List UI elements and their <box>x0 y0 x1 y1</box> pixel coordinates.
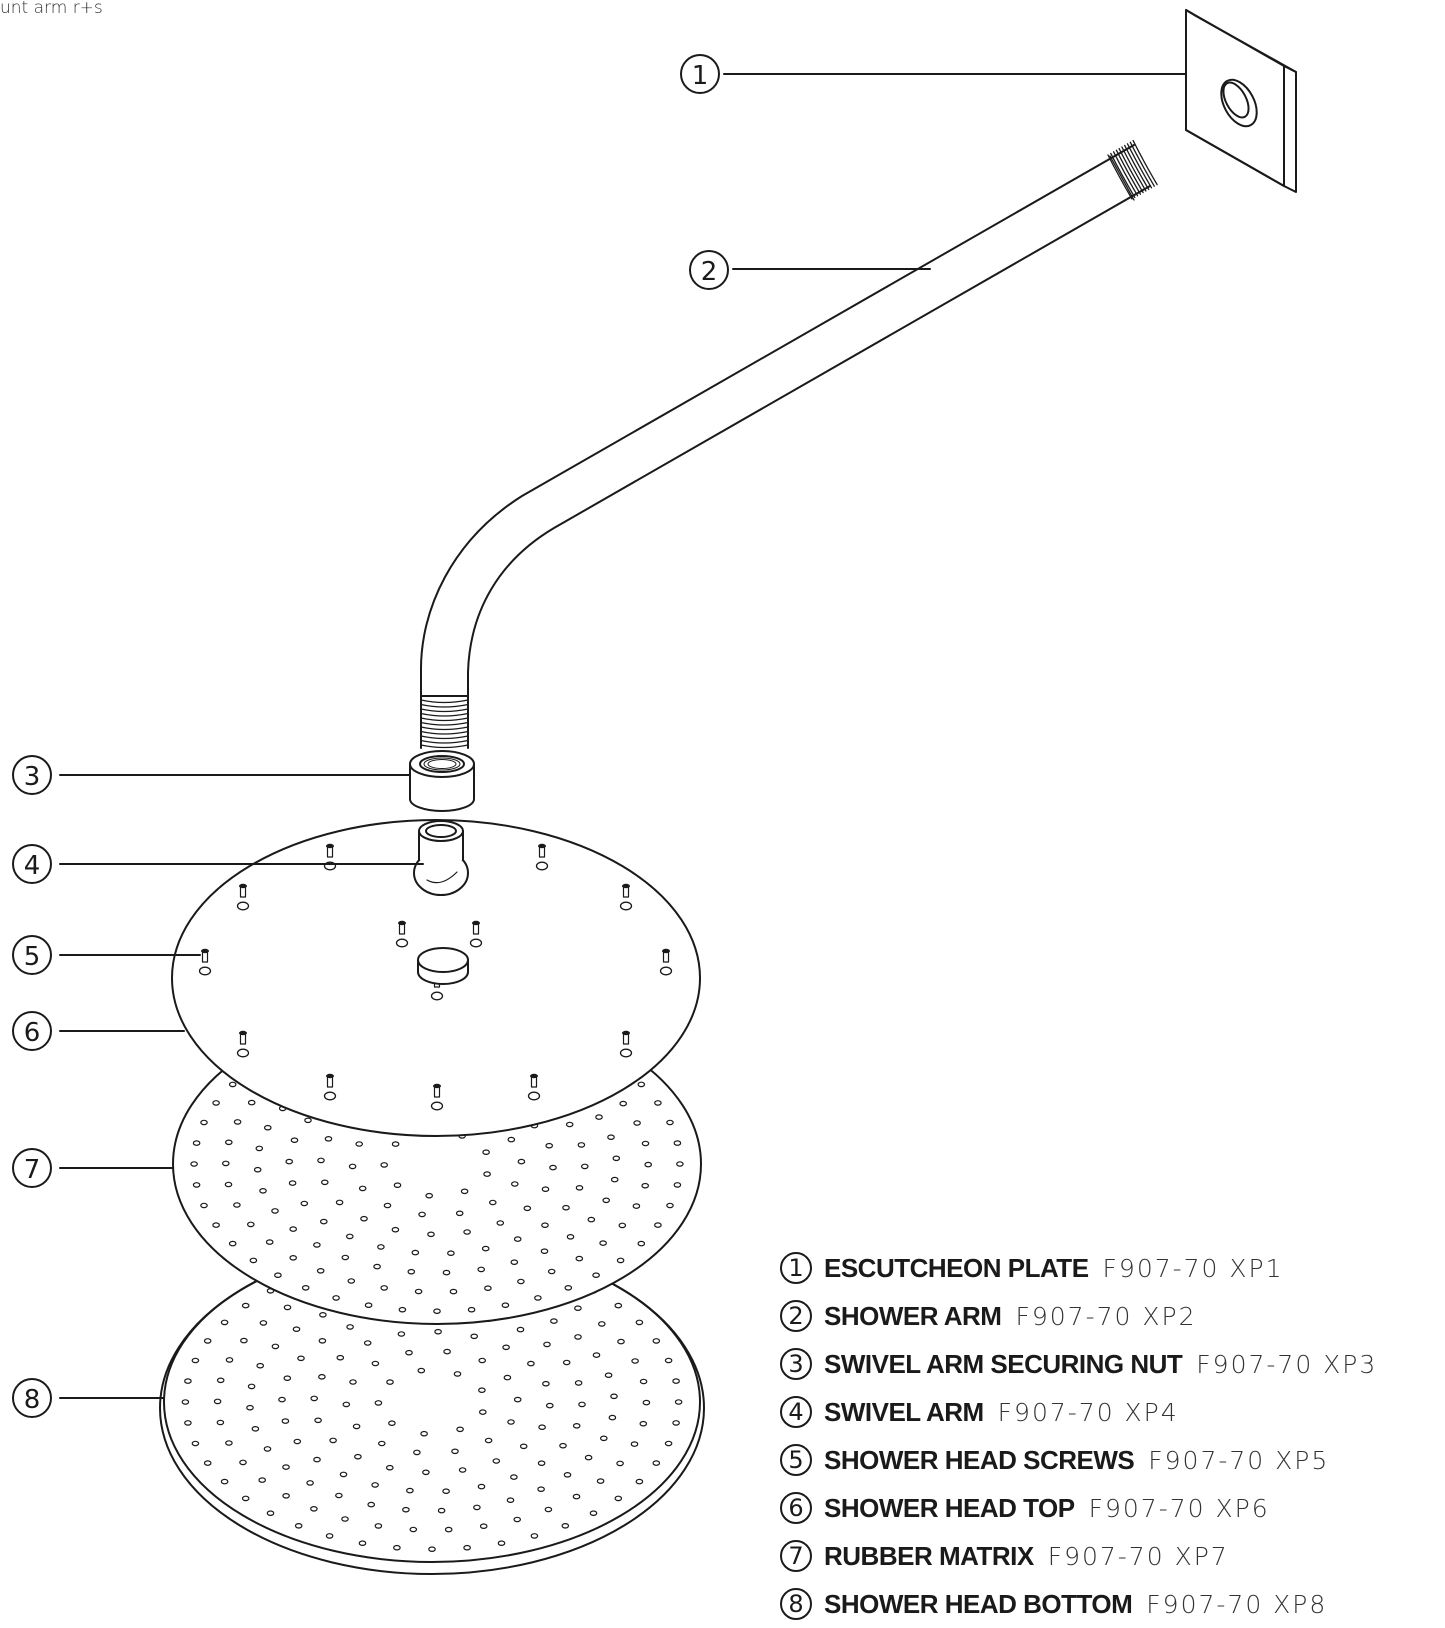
shower-head-screws <box>198 843 673 1111</box>
drawing-caption: unt arm r+s <box>0 0 103 18</box>
legend-badge: 1 <box>780 1252 812 1284</box>
legend-row-2: 2 SHOWER ARM F907-70 XP2 <box>780 1292 1377 1340</box>
svg-text:8: 8 <box>24 1385 41 1415</box>
part-name: RUBBER MATRIX <box>824 1540 1034 1571</box>
svg-text:1: 1 <box>692 61 709 91</box>
callout-7: 7 <box>12 1148 52 1188</box>
svg-text:5: 5 <box>24 942 41 972</box>
legend-row-1: 1 ESCUTCHEON PLATE F907-70 XP1 <box>780 1244 1377 1292</box>
callout-8: 8 <box>12 1378 52 1418</box>
legend-badge: 4 <box>780 1396 812 1428</box>
part-code: F907-70 XP2 <box>1015 1301 1197 1331</box>
center-boss <box>417 947 469 985</box>
legend-row-5: 5 SHOWER HEAD SCREWS F907-70 XP5 <box>780 1436 1377 1484</box>
callout-1: 1 <box>680 54 720 94</box>
svg-text:4: 4 <box>24 851 41 881</box>
part-name: SHOWER HEAD BOTTOM <box>824 1588 1133 1619</box>
legend-row-7: 7 RUBBER MATRIX F907-70 XP7 <box>780 1532 1377 1580</box>
escutcheon-plate <box>1185 9 1297 193</box>
part-name: SWIVEL ARM SECURING NUT <box>824 1348 1183 1379</box>
callout-2: 2 <box>689 250 729 290</box>
shower-arm <box>419 139 1158 749</box>
svg-text:2: 2 <box>701 257 718 287</box>
leader-lines <box>59 73 1187 1399</box>
part-code: F907-70 XP3 <box>1196 1349 1378 1379</box>
callout-3: 3 <box>12 755 52 795</box>
legend-badge: 8 <box>780 1588 812 1620</box>
legend-badge: 3 <box>780 1348 812 1380</box>
legend-badge: 6 <box>780 1492 812 1524</box>
part-name: SWIVEL ARM <box>824 1396 984 1427</box>
svg-text:3: 3 <box>24 762 41 792</box>
part-code: F907-70 XP4 <box>997 1397 1179 1427</box>
part-code: F907-70 XP7 <box>1047 1541 1229 1571</box>
part-name: SHOWER HEAD SCREWS <box>824 1444 1135 1475</box>
swivel-arm <box>413 820 469 896</box>
part-name: SHOWER ARM <box>824 1300 1002 1331</box>
callout-4: 4 <box>12 844 52 884</box>
swivel-arm-securing-nut <box>409 750 475 812</box>
shower-head-top <box>171 819 701 1137</box>
callout-6: 6 <box>12 1011 52 1051</box>
svg-text:6: 6 <box>24 1018 41 1048</box>
legend-row-3: 3 SWIVEL ARM SECURING NUT F907-70 XP3 <box>780 1340 1377 1388</box>
part-code: F907-70 XP1 <box>1102 1253 1284 1283</box>
legend-badge: 7 <box>780 1540 812 1572</box>
parts-legend: 1 ESCUTCHEON PLATE F907-70 XP1 2 SHOWER … <box>780 1244 1377 1628</box>
svg-text:7: 7 <box>24 1155 41 1185</box>
part-code: F907-70 XP5 <box>1148 1445 1330 1475</box>
part-code: F907-70 XP8 <box>1146 1589 1328 1619</box>
legend-row-4: 4 SWIVEL ARM F907-70 XP4 <box>780 1388 1377 1436</box>
arm-threads <box>420 139 1158 749</box>
part-name: SHOWER HEAD TOP <box>824 1492 1075 1523</box>
part-code: F907-70 XP6 <box>1088 1493 1270 1523</box>
legend-row-8: 8 SHOWER HEAD BOTTOM F907-70 XP8 <box>780 1580 1377 1628</box>
legend-row-6: 6 SHOWER HEAD TOP F907-70 XP6 <box>780 1484 1377 1532</box>
callout-5: 5 <box>12 935 52 975</box>
legend-badge: 5 <box>780 1444 812 1476</box>
part-name: ESCUTCHEON PLATE <box>824 1252 1089 1283</box>
legend-badge: 2 <box>780 1300 812 1332</box>
